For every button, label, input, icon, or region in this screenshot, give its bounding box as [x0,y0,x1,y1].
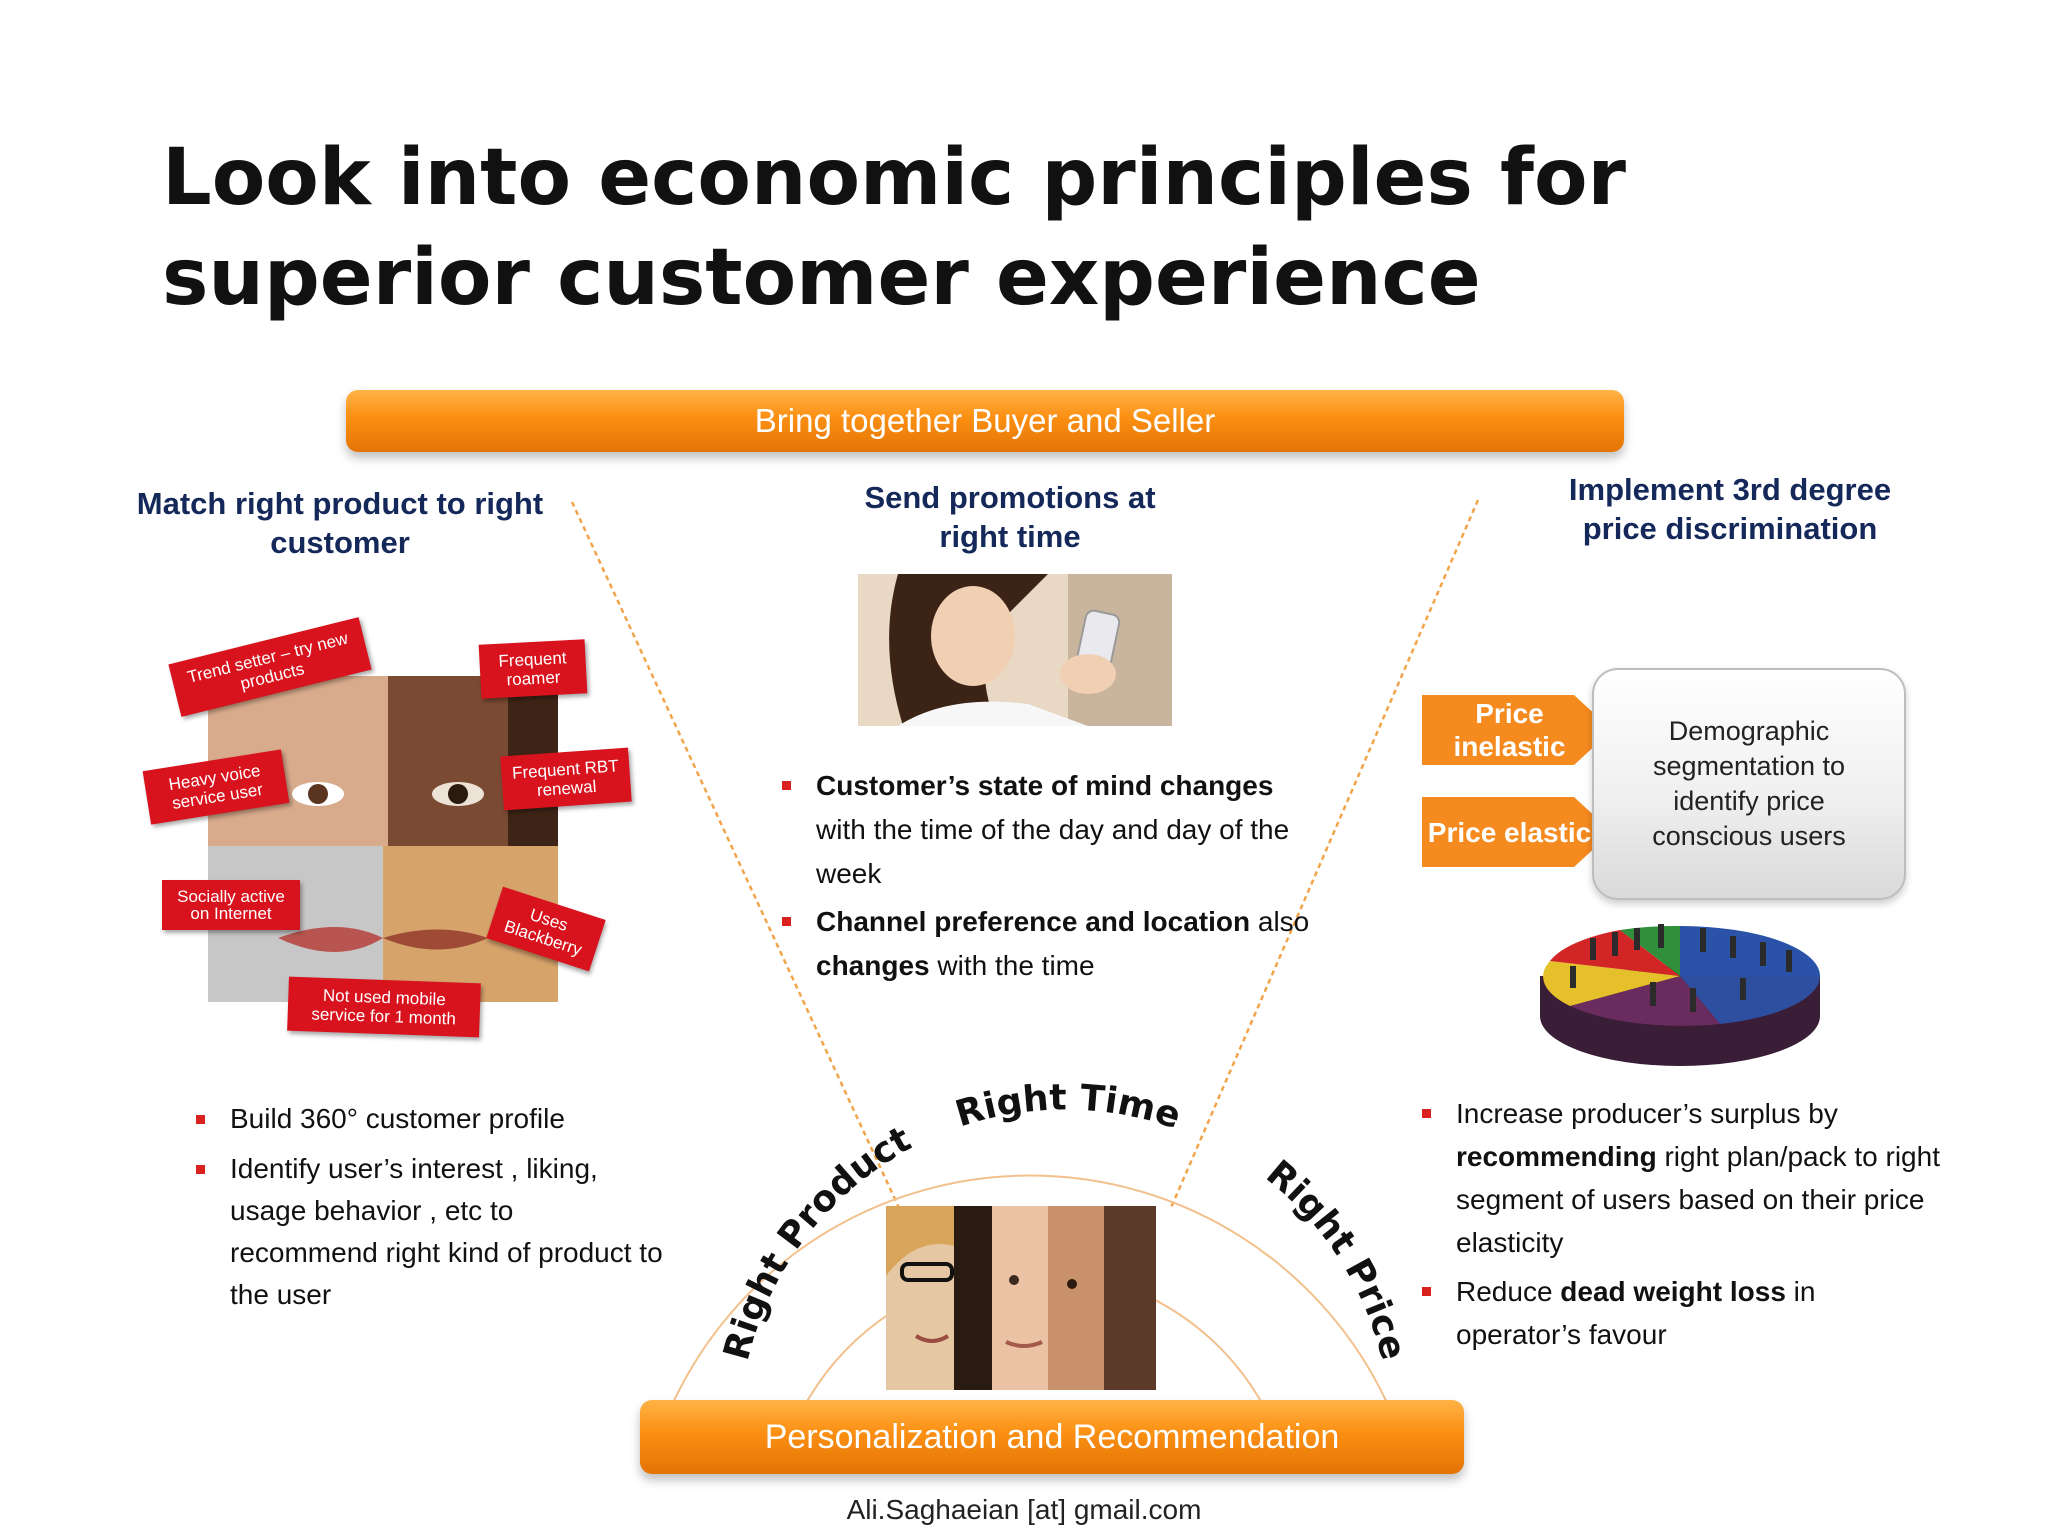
tag-socially-active: Socially active on Internet [162,880,300,930]
right-divider-line [1168,499,1480,1211]
middle-column-heading: Send promotions at right time [864,480,1156,554]
price-inelastic-arrow: Price inelastic [1422,695,1612,765]
footer-email: Ali.Saghaeian [at] gmail.com [846,1494,1202,1525]
page-title: Look into economic principles for superi… [162,133,1627,323]
left-bullet-item: Build 360° customer profile [196,1098,666,1140]
outer-arc [671,1174,1389,1406]
middle-bullet-list: Customer’s state of mind changes with th… [782,764,1312,992]
right-bullet-item: Reduce dead weight loss in operator’s fa… [1422,1270,1942,1356]
middle-bullet-item: Customer’s state of mind changes with th… [782,764,1312,896]
left-divider-line [570,501,902,1211]
right-bullet-item: Increase producer’s surplus by recommend… [1422,1092,1942,1264]
middle-bullet-item: Channel preference and location also cha… [782,900,1312,988]
woman-phone-photo [858,574,1172,726]
bring-together-banner: Bring together Buyer and Seller [346,390,1624,452]
arc-label-right-price: Right Price [1258,1153,1413,1365]
demographic-segmentation-box: Demographic segmentation to identify pri… [1592,668,1906,900]
faces-collage-image [886,1206,1156,1390]
price-elastic-arrow: Price elastic [1422,797,1612,867]
left-bullet-item: Identify user’s interest , liking, usage… [196,1148,666,1316]
arc-label-right-time: Right Time [951,1077,1186,1137]
right-bullet-list: Increase producer’s surplus by recommend… [1422,1092,1942,1362]
personalization-banner: Personalization and Recommendation [640,1400,1464,1474]
left-bullet-list: Build 360° customer profile Identify use… [196,1098,666,1324]
segmentation-pie-image [1540,924,1821,1066]
right-column-heading: Implement 3rd degree price discriminatio… [1568,472,1892,546]
left-column-heading: Match right product to right customer [136,486,544,560]
